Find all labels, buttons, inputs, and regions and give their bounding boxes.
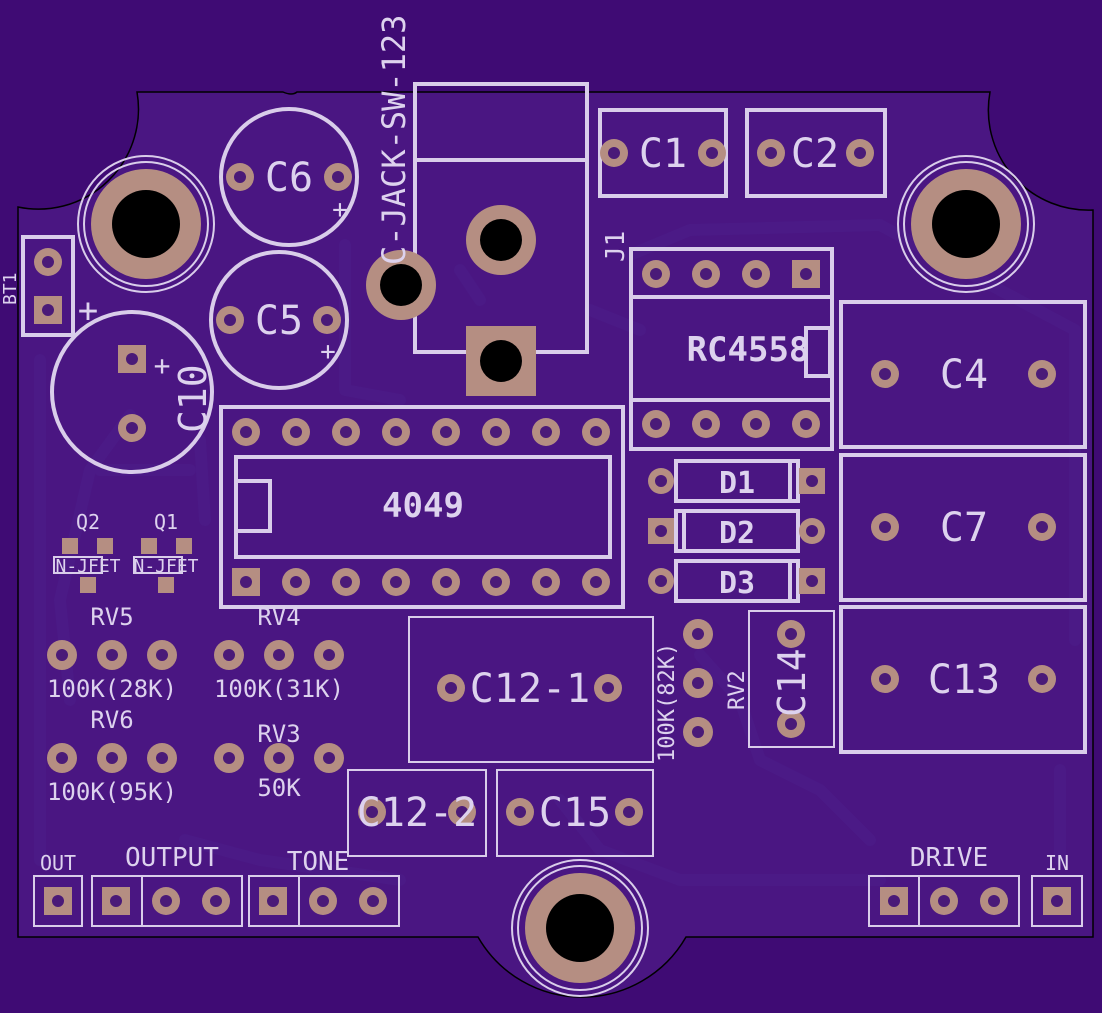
bt1-label: BT1 xyxy=(0,272,21,305)
battery-connector-bt1: BT1 + xyxy=(0,235,98,337)
capacitor-c2: C2 xyxy=(745,108,887,198)
c10-label: C10 xyxy=(171,364,215,433)
c6-label: C6 xyxy=(265,155,313,201)
trimpot-rv3: RV3 50K xyxy=(214,720,344,802)
drive-label: DRIVE xyxy=(910,843,988,873)
capacitor-c4: C4 xyxy=(839,300,1087,449)
connector-tone: TONE xyxy=(248,847,400,927)
connector-output: OUTPUT xyxy=(91,843,243,927)
c15-label: C15 xyxy=(539,790,611,836)
c12-1-label: C12-1 xyxy=(470,666,590,712)
rv2-value: 100K(82K) xyxy=(655,643,680,762)
capacitor-c5: C5 + xyxy=(209,250,349,390)
board-outline xyxy=(17,91,1094,998)
transistor-q2: Q2 N-JFET xyxy=(53,510,121,593)
transistor-q1: Q1 N-JFET xyxy=(133,510,199,593)
capacitor-c7: C7 xyxy=(839,453,1087,602)
capacitor-c14: C14 xyxy=(748,610,835,748)
capacitor-c10: C10 + xyxy=(50,310,215,474)
d3-label: D3 xyxy=(719,566,755,601)
in-label: IN xyxy=(1045,851,1069,875)
d1-label: D1 xyxy=(719,466,755,501)
q2-type: N-JFET xyxy=(55,556,120,577)
4049-label: 4049 xyxy=(382,486,464,526)
capacitor-c12-2: C12-2 xyxy=(347,769,487,857)
capacitor-c12-1: C12-1 xyxy=(408,616,654,763)
capacitor-c6: C6 + xyxy=(219,107,359,247)
j1-value: C-JACK-SW-123 xyxy=(375,15,413,265)
q1-type: N-JFET xyxy=(133,556,198,577)
c7-label: C7 xyxy=(940,505,988,551)
rv5-value: 100K(28K) xyxy=(47,675,177,703)
rv5-label: RV5 xyxy=(90,603,133,631)
out-label: OUT xyxy=(40,851,76,875)
c14-label: C14 xyxy=(770,648,814,717)
c13-label: C13 xyxy=(928,657,1000,703)
capacitor-c1: C1 xyxy=(598,108,728,198)
capacitor-c15: C15 xyxy=(496,769,654,857)
rv3-value: 50K xyxy=(257,774,301,802)
trimpot-rv2: 100K(82K) RV2 xyxy=(655,619,750,762)
rv2-label: RV2 xyxy=(725,670,750,710)
c6-plus: + xyxy=(332,195,348,225)
ic-4049: 4049 xyxy=(219,405,625,609)
output-label: OUTPUT xyxy=(125,843,219,873)
q1-label: Q1 xyxy=(154,510,178,534)
trimpot-rv4: RV4 100K(31K) xyxy=(214,603,344,703)
ic-rc4558: RC4558 xyxy=(629,247,834,451)
connector-out: OUT xyxy=(33,851,83,927)
capacitor-c13: C13 xyxy=(839,605,1087,754)
j1-label: J1 xyxy=(601,231,631,262)
rv4-label: RV4 xyxy=(257,603,300,631)
rv4-value: 100K(31K) xyxy=(214,675,344,703)
q2-label: Q2 xyxy=(76,510,100,534)
connector-in: IN xyxy=(1031,851,1083,927)
mounting-hole-right xyxy=(897,155,1035,293)
c2-label: C2 xyxy=(791,131,839,177)
diode-d2: D2 xyxy=(648,509,825,553)
jack-j1: C-JACK-SW-123 J1 xyxy=(366,15,631,396)
mounting-hole-bottom xyxy=(511,859,649,997)
c12-2-label: C12-2 xyxy=(357,790,477,836)
c4-label: C4 xyxy=(940,352,988,398)
rc4558-label: RC4558 xyxy=(687,330,810,370)
diode-d1: D1 xyxy=(648,459,825,503)
c1-label: C1 xyxy=(639,131,687,177)
rv6-value: 100K(95K) xyxy=(47,778,177,806)
c5-label: C5 xyxy=(255,298,303,344)
rv6-label: RV6 xyxy=(90,706,133,734)
c5-plus: + xyxy=(320,337,336,367)
diode-d3: D3 xyxy=(648,559,825,603)
tone-label: TONE xyxy=(287,847,350,877)
connector-drive: DRIVE xyxy=(868,843,1020,927)
d2-label: D2 xyxy=(719,516,755,551)
trimpot-rv5: RV5 100K(28K) xyxy=(47,603,177,703)
trimpot-rv6: RV6 100K(95K) xyxy=(47,706,177,806)
mounting-hole-left xyxy=(77,155,215,293)
c10-plus: + xyxy=(154,349,171,382)
